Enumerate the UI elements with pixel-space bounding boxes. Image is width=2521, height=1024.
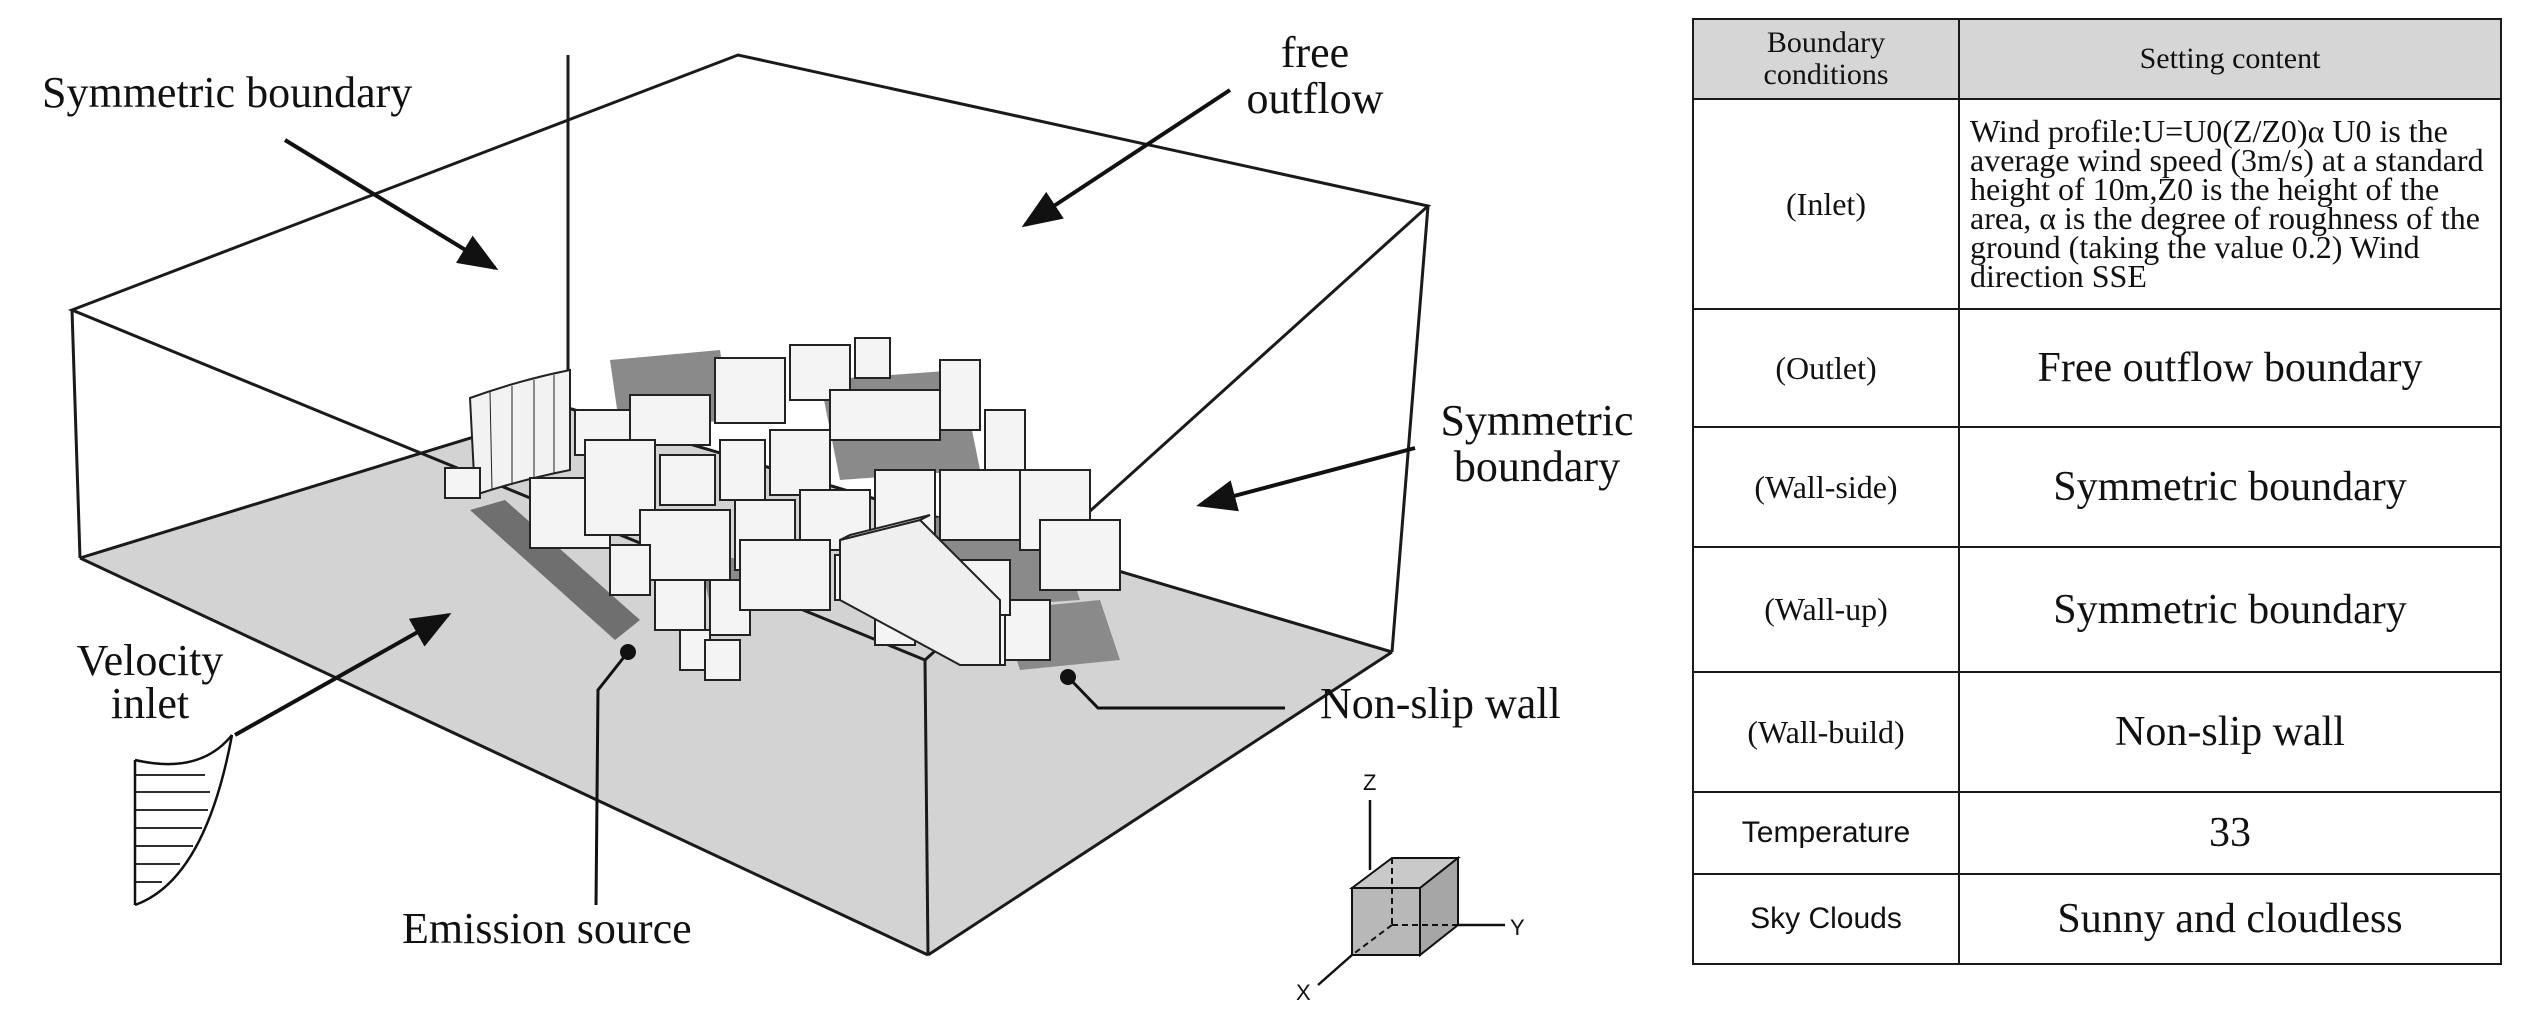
label-velocity-inlet-line2: inlet xyxy=(111,679,189,728)
label-symmetric-boundary-right-line2: boundary xyxy=(1454,442,1620,491)
table-row: (Wall-side) Symmetric boundary xyxy=(1692,426,2502,548)
header-setting-content: Setting content xyxy=(1958,18,2502,100)
row-setting: Free outflow boundary xyxy=(1958,308,2502,428)
table-header-row: Boundary conditions Setting content xyxy=(1692,18,2502,100)
table-row: Temperature 33 xyxy=(1692,791,2502,875)
row-condition: (Inlet) xyxy=(1692,98,1960,310)
row-setting: Symmetric boundary xyxy=(1958,546,2502,673)
label-velocity-inlet-line1: Velocity xyxy=(77,636,224,685)
row-setting: Wind profile:U=U0(Z/Z0)α U0 is the avera… xyxy=(1958,98,2502,310)
arrows xyxy=(234,88,1416,737)
table-row: (Outlet) Free outflow boundary xyxy=(1692,308,2502,428)
row-condition: Sky Clouds xyxy=(1692,873,1960,965)
boundary-conditions-table: Boundary conditions Setting content (Inl… xyxy=(1692,18,2502,965)
label-symmetric-boundary-top: Symmetric boundary xyxy=(42,68,412,117)
row-condition: (Wall-side) xyxy=(1692,426,1960,548)
row-condition: (Wall-build) xyxy=(1692,671,1960,793)
axes-cube-icon xyxy=(1317,800,1505,986)
axis-x-label: X xyxy=(1296,980,1311,1005)
boundary-diagram: Z Y X Symmetric boundary free outflow Sy… xyxy=(42,28,1634,1005)
label-free-outflow-line1: free xyxy=(1281,28,1349,77)
axis-z-label: Z xyxy=(1363,770,1376,795)
row-setting: 33 xyxy=(1958,791,2502,875)
table-row: (Wall-up) Symmetric boundary xyxy=(1692,546,2502,673)
row-setting: Sunny and cloudless xyxy=(1958,873,2502,965)
label-symmetric-boundary-right-line1: Symmetric xyxy=(1440,396,1633,445)
row-condition: (Outlet) xyxy=(1692,308,1960,428)
non-slip-wall-leader xyxy=(1066,675,1285,710)
velocity-profile-icon xyxy=(133,734,234,907)
row-setting: Non-slip wall xyxy=(1958,671,2502,793)
row-condition: Temperature xyxy=(1692,791,1960,875)
label-non-slip-wall: Non-slip wall xyxy=(1320,679,1561,728)
row-setting: Symmetric boundary xyxy=(1958,426,2502,548)
emission-source-area xyxy=(470,500,640,640)
table-row: Sky Clouds Sunny and cloudless xyxy=(1692,873,2502,965)
emission-source-leader xyxy=(594,651,630,906)
row-condition: (Wall-up) xyxy=(1692,546,1960,673)
label-free-outflow-line2: outflow xyxy=(1247,74,1384,123)
ground-plane xyxy=(80,408,1392,955)
axis-y-label: Y xyxy=(1510,915,1525,940)
table-row: (Inlet) Wind profile:U=U0(Z/Z0)α U0 is t… xyxy=(1692,98,2502,310)
table-row: (Wall-build) Non-slip wall xyxy=(1692,671,2502,793)
building-cluster xyxy=(444,337,1121,681)
header-boundary-conditions: Boundary conditions xyxy=(1692,18,1960,100)
label-emission-source: Emission source xyxy=(402,904,692,953)
